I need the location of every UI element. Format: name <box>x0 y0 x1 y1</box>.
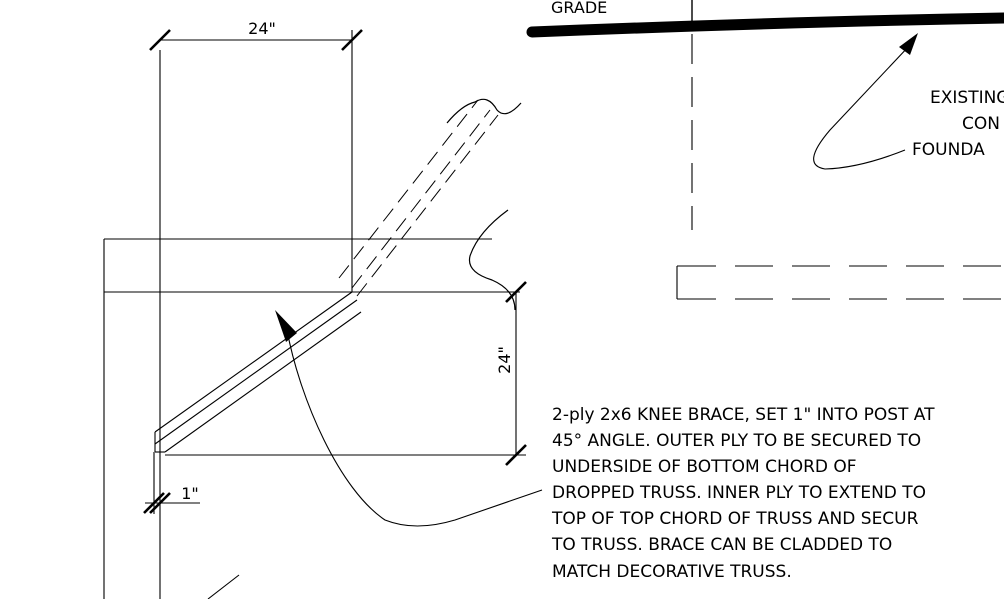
note-line-2: 45° ANGLE. OUTER PLY TO BE SECURED TO <box>552 431 921 451</box>
lower-diagonal-fragment <box>207 574 240 599</box>
one-inch-tick-right <box>149 492 171 514</box>
top-dimension-label: 24" <box>248 19 276 38</box>
grade-line <box>526 12 1004 38</box>
note-line-3: UNDERSIDE OF BOTTOM CHORD OF <box>552 457 857 477</box>
note-line-1: 2-ply 2x6 KNEE BRACE, SET 1" INTO POST A… <box>552 405 935 425</box>
top-dimension-tick-left <box>149 29 171 51</box>
inner-ply-hidden-edge-3 <box>356 114 499 297</box>
knee-brace-middle-edge <box>154 299 358 445</box>
note-line-4: DROPPED TRUSS. INNER PLY TO EXTEND TO <box>552 483 926 503</box>
existing-label-line2: CON <box>962 114 1000 134</box>
note-line-5: TOP OF TOP CHORD OF TRUSS AND SECUR <box>551 509 919 529</box>
one-inch-label: 1" <box>181 484 199 503</box>
right-dimension-tick-top <box>505 281 527 303</box>
truss-break-line <box>468 209 516 311</box>
inner-ply-hidden-edge-2 <box>351 109 491 289</box>
knee-brace-outer-edge <box>154 291 353 433</box>
note-leader-arrowhead <box>275 310 297 342</box>
foundation-leader-line <box>813 44 911 170</box>
existing-label-line1: EXISTING <box>930 88 1004 108</box>
right-dimension-label: 24" <box>495 346 514 374</box>
note-line-6: TO TRUSS. BRACE CAN BE CLADDED TO <box>551 535 892 555</box>
inner-ply-hidden-edge-1 <box>338 99 479 279</box>
existing-label-line3: FOUNDA <box>912 140 985 160</box>
grade-label: GRADE <box>551 0 607 17</box>
brace-break-line <box>446 98 522 124</box>
note-line-7: MATCH DECORATIVE TRUSS. <box>552 562 792 582</box>
note-leader-line <box>286 329 543 527</box>
knee-brace-inner-edge <box>164 311 362 453</box>
foundation-leader-arrowhead <box>899 33 918 55</box>
one-inch-tick-left <box>143 492 165 514</box>
